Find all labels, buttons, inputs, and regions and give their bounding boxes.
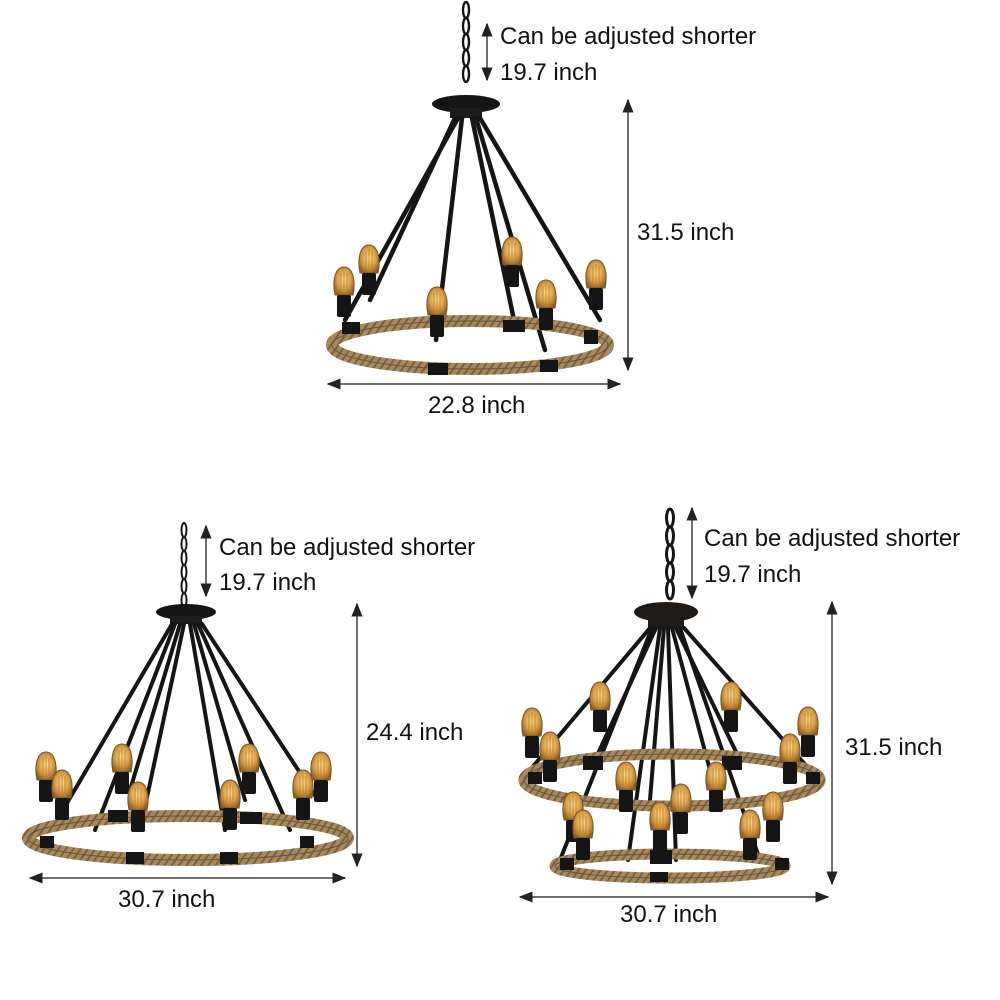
chandelier-6-light — [326, 0, 614, 375]
height-label: 31.5 inch — [637, 219, 735, 246]
height-label: 31.5 inch — [845, 734, 943, 761]
height-label: 24.4 inch — [366, 719, 464, 746]
chain-length-label: 19.7 inch — [500, 59, 598, 86]
chandelier-8-light — [22, 522, 354, 866]
width-label: 30.7 inch — [620, 901, 718, 928]
chain-icon — [461, 0, 471, 84]
chain-note-label: Can be adjusted shorter — [500, 23, 757, 50]
chain-note-label: Can be adjusted shorter — [219, 534, 476, 561]
dimension-lines-product-1 — [326, 22, 634, 390]
width-label: 30.7 inch — [118, 886, 216, 913]
width-label: 22.8 inch — [428, 392, 526, 419]
chandelier-14-light — [518, 507, 826, 884]
chain-length-label: 19.7 inch — [219, 569, 317, 596]
chain-note-label: Can be adjusted shorter — [704, 525, 961, 552]
chain-length-label: 19.7 inch — [704, 561, 802, 588]
chain-icon — [180, 522, 188, 608]
chain-icon — [665, 507, 675, 601]
dimension-lines-product-3 — [518, 506, 838, 903]
dimension-lines-product-2 — [28, 524, 363, 884]
